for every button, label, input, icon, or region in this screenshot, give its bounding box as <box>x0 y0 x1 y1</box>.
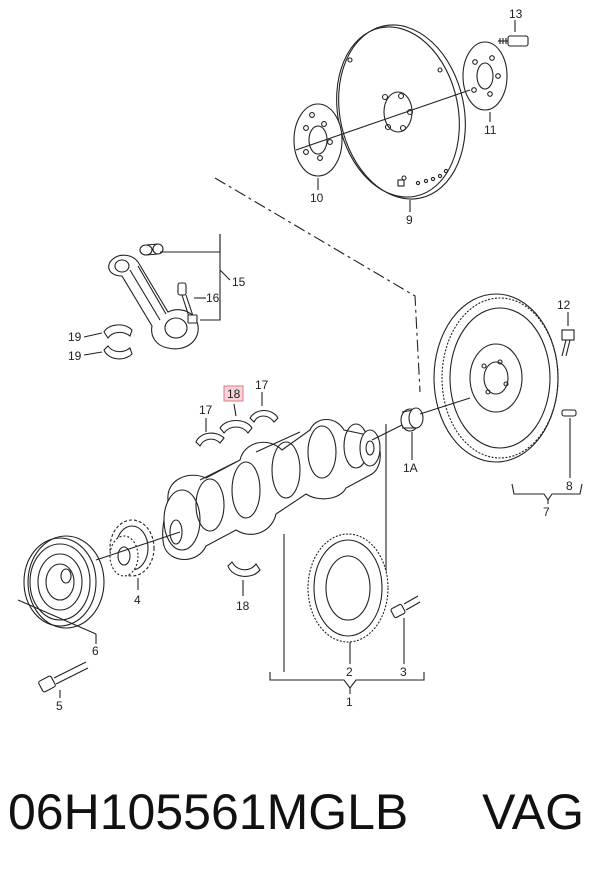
label-18-highlighted: 18 <box>227 387 241 401</box>
crankshaft <box>162 418 381 560</box>
ring-gear-plate <box>307 533 389 643</box>
label-18: 18 <box>236 599 250 613</box>
label-1: 1 <box>346 695 353 709</box>
connecting-rod <box>108 254 199 350</box>
brand-name: VAG <box>482 784 584 840</box>
spacer-ring-10 <box>293 103 343 177</box>
bush-1A <box>400 407 424 432</box>
flywheel-bolt-12 <box>561 329 575 357</box>
label-2: 2 <box>346 665 353 679</box>
label-8: 8 <box>566 479 573 493</box>
label-16: 16 <box>206 291 220 305</box>
label-12: 12 <box>557 298 571 312</box>
flywheel <box>433 293 559 463</box>
exploded-parts-diagram: 13 11 10 9 15 16 19 19 12 17 18 17 1A 8 … <box>17 7 583 713</box>
thrust-washer-17-left <box>195 432 225 447</box>
label-1A: 1A <box>403 461 418 475</box>
label-6: 6 <box>92 644 99 658</box>
label-13: 13 <box>509 7 523 21</box>
part-number: 06H105561MGLB <box>8 784 409 840</box>
label-9: 9 <box>406 213 413 227</box>
bearing-shell-18-lower <box>227 561 261 577</box>
spacer-ring-11 <box>462 41 508 111</box>
label-15: 15 <box>232 275 246 289</box>
label-4: 4 <box>134 593 141 607</box>
thrust-washer-17-right <box>249 409 279 423</box>
vibration-damper-pulley <box>23 535 105 629</box>
label-11: 11 <box>484 123 497 137</box>
small-end-bush <box>139 243 164 256</box>
drive-plate <box>336 24 466 200</box>
label-17-right: 17 <box>255 378 269 392</box>
label-19-upper: 19 <box>68 330 82 344</box>
bolt-13 <box>498 35 529 47</box>
bearing-shell-18-upper <box>219 419 253 434</box>
pulley-bolt-5 <box>38 661 89 693</box>
bearing-shell-19-lower <box>103 345 133 360</box>
rod-bolt-16 <box>177 282 198 324</box>
bolt-3 <box>390 595 421 619</box>
bearing-shell-19-upper <box>103 324 133 339</box>
highlight-box-18 <box>223 385 244 402</box>
label-10: 10 <box>310 191 324 205</box>
label-17-left: 17 <box>199 403 213 417</box>
label-19-lower: 19 <box>68 349 82 363</box>
label-7: 7 <box>543 505 550 519</box>
dowel-pin-8 <box>561 409 577 417</box>
label-5: 5 <box>56 699 63 713</box>
label-3: 3 <box>400 665 407 679</box>
